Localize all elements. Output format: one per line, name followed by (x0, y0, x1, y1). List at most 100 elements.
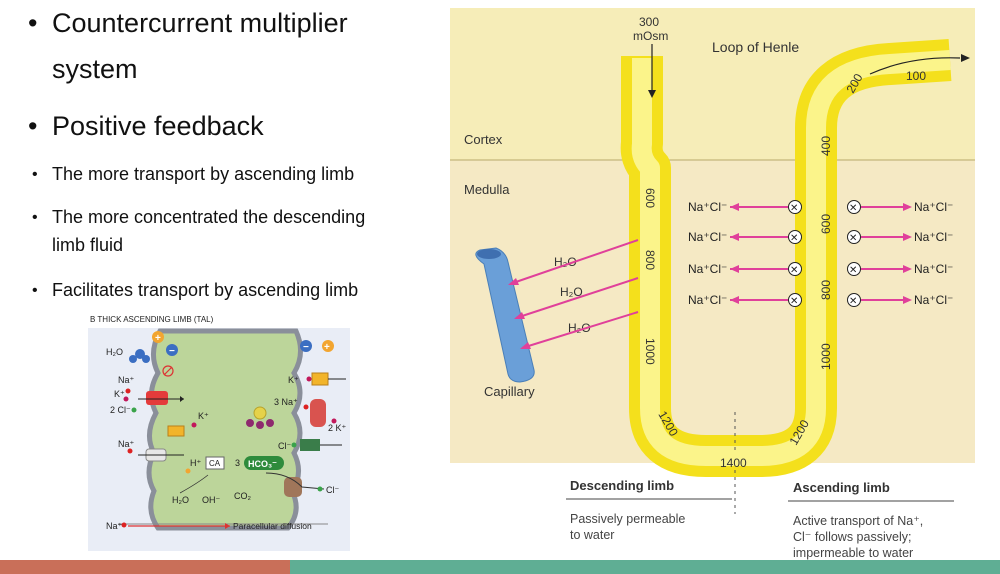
bullet-text: Facilitates transport by ascending limb (52, 280, 359, 300)
pump-icon (847, 230, 861, 244)
water-arrow (521, 311, 639, 349)
nacl-label-right: Na⁺Cl⁻ (914, 200, 953, 214)
ascending-desc-line: impermeable to water (793, 546, 913, 560)
nacl-label-left: Na⁺Cl⁻ (688, 293, 727, 307)
tal-hco3-label: HCO₃⁻ (248, 459, 277, 469)
outflow-value: 100 (906, 69, 926, 83)
water-arrowhead (520, 342, 531, 349)
tal-minus-label: − (303, 342, 309, 353)
descending-desc-line: to water (570, 528, 614, 542)
pump-icon (788, 230, 802, 244)
nacl-label-left: Na⁺Cl⁻ (688, 230, 727, 244)
ascending-desc-line: Active transport of Na⁺, (793, 514, 923, 528)
tal-cl-mid-label: Cl⁻ (278, 441, 291, 451)
tal-co2-label: CO₂ (234, 491, 252, 501)
tal-3na-label: 3 Na⁺ (274, 397, 298, 407)
nacl-arrowhead-left (730, 233, 739, 241)
cl-channel-icon (300, 439, 320, 451)
pump-icon (847, 262, 861, 276)
capillary-opening (477, 249, 501, 259)
nacl-arrowhead-left (730, 203, 739, 211)
osm-value-label: 300 (639, 15, 659, 29)
water-arrow (515, 277, 639, 319)
exchange-arrow (265, 472, 325, 490)
pump-cross: ✕ (790, 233, 798, 244)
ascending-desc-line: Cl⁻ follows passively; (793, 530, 911, 544)
pump-cross: ✕ (849, 265, 857, 276)
bullet-text: limb fluid (52, 235, 124, 255)
bullet-dot: • (32, 209, 38, 226)
na-k-atpase-icon (310, 399, 326, 427)
tal-h2o-label: H₂O (106, 347, 123, 357)
water-label: H₂O (560, 285, 583, 299)
descending-value: 1000 (643, 338, 657, 365)
legend-panel (450, 463, 975, 574)
outflow-arrow (869, 57, 961, 75)
pump-icon (847, 293, 861, 307)
tal-k-top-label: K⁺ (288, 375, 299, 385)
nacl-label-right: Na⁺Cl⁻ (914, 262, 953, 276)
ascending-value: 600 (819, 214, 833, 234)
nacl-transport-row: Na⁺Cl⁻ ✕ ✕ Na⁺Cl⁻ (688, 262, 953, 276)
nacl-arrowhead-right (903, 296, 912, 304)
na-ion-icon (303, 404, 309, 410)
romk-channel-icon (167, 425, 185, 437)
nacl-transport-row: Na⁺Cl⁻ ✕ ✕ Na⁺Cl⁻ (688, 293, 953, 307)
nacl-arrowhead-right (903, 265, 912, 273)
bottom-value: 1400 (720, 456, 747, 470)
pump-cross: ✕ (849, 296, 857, 307)
pump-icon (788, 293, 802, 307)
bullet-dot: • (28, 111, 38, 141)
pump-cross: ✕ (790, 265, 798, 276)
loop-lumen (631, 50, 951, 466)
tal-2cl-label: 2 Cl⁻ (110, 405, 131, 415)
tal-cl-out-label: Cl⁻ (326, 485, 339, 495)
tal-2k-label: 2 K⁺ (328, 423, 347, 433)
blocked-channel-icon (162, 365, 174, 377)
paracellular-arrowhead (225, 523, 230, 529)
water-arrow (509, 239, 639, 285)
h-ion-icon (185, 468, 191, 474)
loop-title: Loop of Henle (712, 39, 799, 55)
water-arrowhead (508, 278, 519, 285)
pump-icon (847, 200, 861, 214)
positive-charge-icon (152, 331, 164, 343)
nacl-transport-row: Na⁺Cl⁻ ✕ ✕ Na⁺Cl⁻ (688, 230, 953, 244)
osm-unit-label: mOsm (633, 29, 668, 43)
ascending-value: 400 (819, 136, 833, 156)
pump-icon (788, 262, 802, 276)
tal-plus-label: + (155, 333, 161, 344)
tal-na3-label: Na⁺ (118, 439, 135, 449)
footer-stripe-left (0, 560, 290, 574)
negative-charge-icon (300, 340, 312, 352)
tal-hco3-count: 3 (235, 458, 240, 468)
pump-icon (788, 200, 802, 214)
footer-stripe (0, 560, 1000, 574)
nacl-label-right: Na⁺Cl⁻ (914, 293, 953, 307)
tal-plus-label: + (324, 342, 330, 353)
nacl-arrowhead-right (903, 203, 912, 211)
medulla-label: Medulla (464, 182, 510, 197)
k-channel-icon (311, 372, 329, 386)
cl-ion-icon (131, 407, 137, 413)
nacl-arrowhead-left (730, 296, 739, 304)
nacl-arrowhead-left (730, 265, 739, 273)
tal-na-para-label: Na⁺ (106, 521, 123, 531)
k-ion-icon (306, 376, 312, 382)
outflow-arrowhead (961, 54, 970, 62)
tal-title: B THICK ASCENDING LIMB (TAL) (90, 315, 214, 324)
inflow-arrowhead (648, 90, 656, 98)
tal-k2-label: K⁺ (198, 411, 209, 421)
nhe-exchanger-icon (138, 448, 184, 462)
capillary-label: Capillary (484, 384, 535, 399)
ascending-value: 800 (819, 280, 833, 300)
bullet-text: Countercurrent multiplier (52, 8, 348, 38)
bullet-text: The more transport by ascending limb (52, 164, 355, 184)
cl-ion-icon (317, 486, 323, 492)
descending-value: 800 (643, 250, 657, 270)
water-arrowhead (514, 312, 525, 319)
na-ion-icon (125, 388, 131, 394)
k-ion-icon (331, 418, 337, 424)
tal-ca-label: CA (209, 459, 221, 468)
anion-exchanger-icon (284, 477, 302, 497)
